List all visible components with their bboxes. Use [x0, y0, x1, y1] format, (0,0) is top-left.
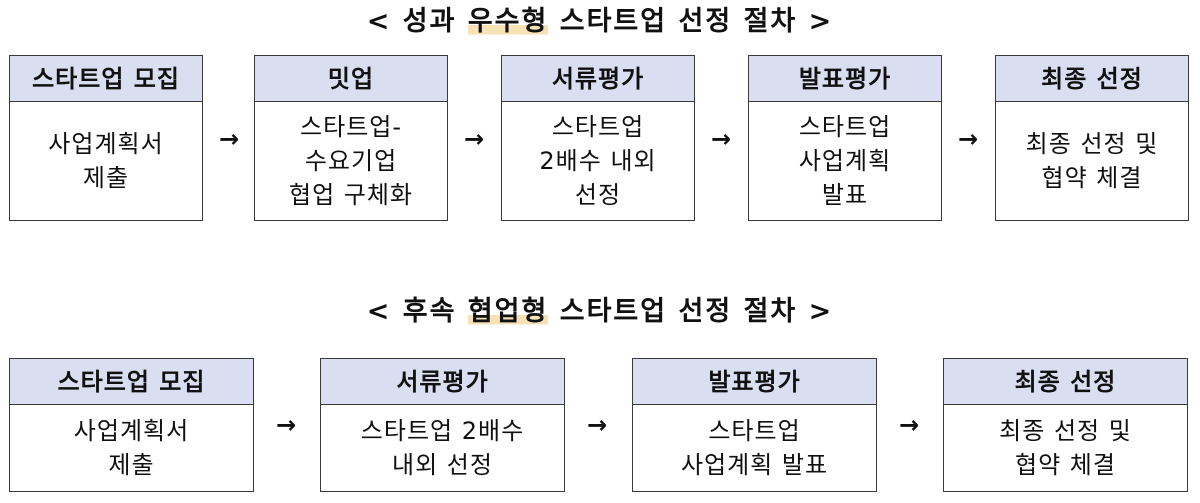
- flow2-step-recruit-header: 스타트업 모집: [10, 359, 253, 405]
- flow1-step-meetup-line: 협업 구체화: [288, 180, 414, 209]
- flow2-arrow-icon: →: [275, 411, 297, 439]
- flow1-step-document-review: 서류평가 스타트업 2배수 내외 선정: [501, 55, 695, 221]
- flow2-title-highlight: 협업형: [467, 296, 549, 327]
- flow2-step-document-review-line: 스타트업 2배수: [360, 416, 525, 445]
- flow1-step-document-review-line: 선정: [574, 180, 622, 209]
- flow1-step-final-selection-line: 최종 선정 및: [1025, 129, 1159, 158]
- flow2-step-final-selection-body: 최종 선정 및 협약 체결: [944, 405, 1187, 490]
- flow1-step-presentation-review-header: 발표평가: [749, 56, 941, 102]
- flow2-step-final-selection: 최종 선정 최종 선정 및 협약 체결: [943, 358, 1188, 492]
- flow1-arrow-icon: →: [957, 125, 979, 153]
- flow2-step-recruit: 스타트업 모집 사업계획서 제출: [9, 358, 254, 492]
- flow1-step-meetup: 밋업 스타트업- 수요기업 협업 구체화: [254, 55, 448, 221]
- flow1-title-suffix: 스타트업 선정 절차 >: [548, 6, 834, 37]
- flow2-title: < 후속 협업형 스타트업 선정 절차 >: [0, 292, 1200, 332]
- flow2-step-document-review-header: 서류평가: [321, 359, 564, 405]
- flow1-step-meetup-header: 밋업: [255, 56, 447, 102]
- flow2-arrow-icon: →: [586, 411, 608, 439]
- flow1-step-final-selection-body: 최종 선정 및 협약 체결: [996, 102, 1188, 219]
- flow2-step-presentation-review-line: 스타트업: [708, 416, 801, 445]
- flow1-step-meetup-body: 스타트업- 수요기업 협업 구체화: [255, 102, 447, 219]
- flow1-arrow-icon: →: [218, 125, 240, 153]
- flow1-step-presentation-review: 발표평가 스타트업 사업계획 발표: [748, 55, 942, 221]
- flow1-arrow-icon: →: [463, 125, 485, 153]
- flow2-title-suffix: 스타트업 선정 절차 >: [548, 296, 834, 327]
- flow1-step-document-review-body: 스타트업 2배수 내외 선정: [502, 102, 694, 219]
- flow2-step-recruit-line: 사업계획서: [73, 416, 190, 445]
- flow1-step-recruit-line: 제출: [82, 163, 130, 192]
- flow1-step-recruit-header: 스타트업 모집: [10, 56, 202, 102]
- flow1-step-presentation-review-body: 스타트업 사업계획 발표: [749, 102, 941, 219]
- flow1-step-meetup-line: 수요기업: [304, 146, 398, 175]
- flow2-step-final-selection-header: 최종 선정: [944, 359, 1187, 405]
- flow1-step-document-review-line: 스타트업: [551, 112, 645, 141]
- flow1-step-document-review-line: 2배수 내외: [539, 146, 657, 175]
- flow1-step-recruit-body: 사업계획서 제출: [10, 102, 202, 219]
- flow2-step-presentation-review-line: 사업계획 발표: [680, 450, 829, 479]
- flow1-step-meetup-line: 스타트업-: [300, 112, 402, 141]
- flow1-arrow-icon: →: [710, 125, 732, 153]
- flow1-step-document-review-header: 서류평가: [502, 56, 694, 102]
- flow2-step-recruit-body: 사업계획서 제출: [10, 405, 253, 490]
- flow2-step-document-review-body: 스타트업 2배수 내외 선정: [321, 405, 564, 490]
- flow2-title-prefix: < 후속: [366, 296, 468, 327]
- flow1-step-recruit-line: 사업계획서: [48, 129, 164, 158]
- flow1-step-recruit: 스타트업 모집 사업계획서 제출: [9, 55, 203, 221]
- flow1-title: < 성과 우수형 스타트업 선정 절차 >: [0, 2, 1200, 42]
- flow1-step-presentation-review-line: 발표: [821, 180, 869, 209]
- flow2-arrow-icon: →: [898, 411, 920, 439]
- flow1-title-prefix: < 성과: [366, 6, 468, 37]
- flow1-step-final-selection-header: 최종 선정: [996, 56, 1188, 102]
- flow1-step-presentation-review-line: 사업계획: [798, 146, 892, 175]
- flow1-title-highlight: 우수형: [467, 6, 549, 37]
- flow1-step-final-selection: 최종 선정 최종 선정 및 협약 체결: [995, 55, 1189, 221]
- flow2-step-presentation-review-body: 스타트업 사업계획 발표: [633, 405, 876, 490]
- flow2-step-presentation-review-header: 발표평가: [633, 359, 876, 405]
- flow2-step-recruit-line: 제출: [108, 450, 155, 479]
- flow2-step-final-selection-line: 최종 선정 및: [999, 416, 1132, 445]
- flow2-step-presentation-review: 발표평가 스타트업 사업계획 발표: [632, 358, 877, 492]
- flow2-step-document-review: 서류평가 스타트업 2배수 내외 선정: [320, 358, 565, 492]
- flow1-step-presentation-review-line: 스타트업: [798, 112, 892, 141]
- flow1-step-final-selection-line: 협약 체결: [1041, 163, 1143, 192]
- flow2-step-final-selection-line: 협약 체결: [1015, 450, 1116, 479]
- flow2-step-document-review-line: 내외 선정: [392, 450, 493, 479]
